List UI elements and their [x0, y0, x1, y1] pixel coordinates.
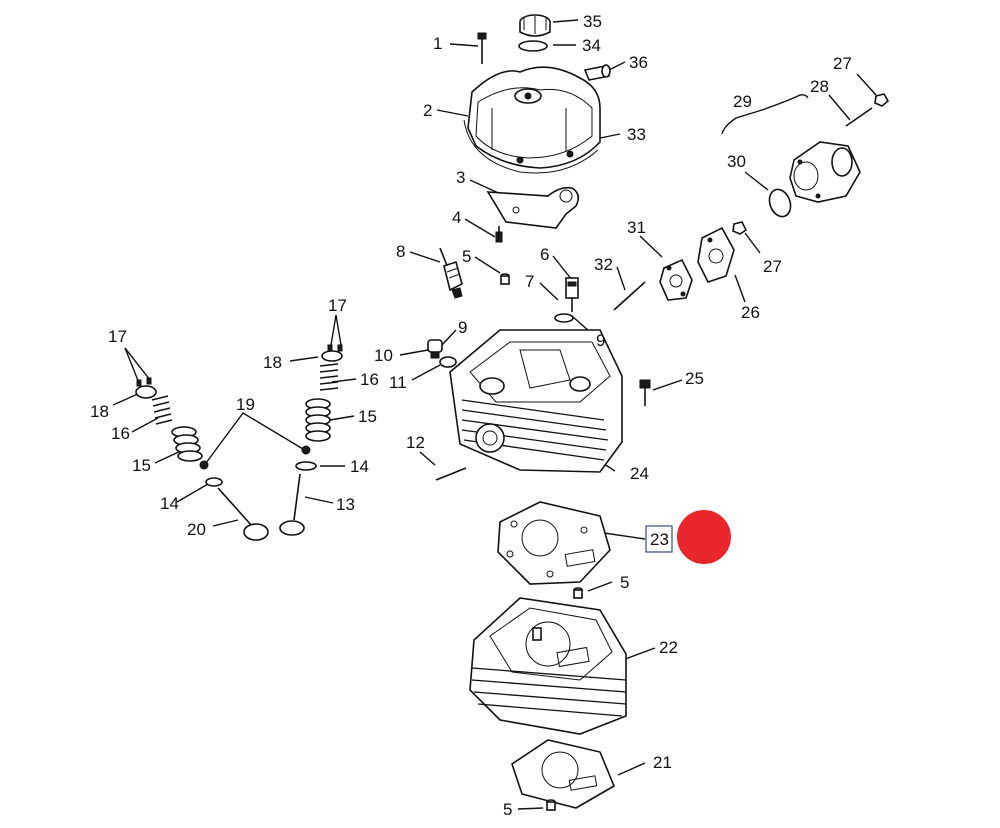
part-34-o-ring [518, 40, 548, 52]
label-15-right: 15 [358, 407, 377, 426]
label-5-upper: 5 [462, 247, 471, 266]
label-14-left: 14 [160, 494, 179, 513]
part-1-bolt [477, 32, 487, 64]
label-12: 12 [406, 433, 425, 452]
part-17-keepers-right [327, 344, 343, 352]
label-33: 33 [627, 125, 646, 144]
label-9-left: 9 [458, 318, 467, 337]
part-21-base-gasket [511, 739, 616, 809]
label-26: 26 [741, 303, 760, 322]
label-19: 19 [236, 395, 255, 414]
part-4-bolt [495, 226, 503, 243]
part-13-valve-right [279, 473, 305, 536]
highlight-box-23 [645, 525, 673, 553]
part-27-nut-upper [874, 93, 890, 107]
leader-lines [112, 19, 877, 810]
label-36: 36 [629, 53, 648, 72]
part-labels: 1 2 3 4 5 6 7 8 9 9 10 11 12 13 14 14 15… [90, 12, 852, 819]
label-13: 13 [336, 495, 355, 514]
part-15-outer-spring-left [171, 426, 203, 462]
label-23: 23 [650, 530, 669, 549]
label-11: 11 [389, 373, 407, 392]
label-18-left: 18 [90, 402, 109, 421]
label-3: 3 [456, 168, 465, 187]
part-5-dowel-middle [573, 587, 583, 599]
label-5-middle: 5 [620, 573, 629, 592]
red-marker-dot[interactable] [677, 510, 731, 564]
part-29-intake-manifold [789, 141, 861, 203]
label-29: 29 [733, 92, 752, 111]
label-27-upper: 27 [833, 54, 852, 73]
label-16-right: 16 [360, 370, 379, 389]
label-21: 21 [653, 753, 672, 772]
part-27-nut-lower [732, 221, 748, 235]
part-10-plug [427, 339, 443, 359]
label-18-right: 18 [263, 353, 282, 372]
label-22: 22 [659, 638, 678, 657]
part-30-o-ring [768, 188, 792, 218]
label-9-right: 9 [596, 331, 605, 350]
part-33-cover-gasket [463, 119, 599, 174]
part-35-oil-cap [519, 14, 551, 37]
label-7: 7 [525, 272, 534, 291]
label-17-right: 17 [328, 296, 347, 315]
part-5-dowel-upper [500, 273, 510, 285]
part-16-inner-spring-right [319, 363, 339, 391]
label-8: 8 [396, 242, 405, 261]
part-31-intake-gasket [659, 258, 693, 301]
label-25: 25 [685, 369, 704, 388]
label-34: 34 [582, 36, 601, 55]
part-15-outer-spring-right [305, 398, 331, 442]
part-25-bolt [639, 379, 651, 406]
part-5-dowel-lower [546, 799, 556, 811]
part-19-seal-left [199, 460, 209, 470]
label-15-left: 15 [132, 456, 151, 475]
part-28-stud [845, 107, 873, 127]
part-3-plate [486, 186, 580, 229]
label-6: 6 [540, 245, 549, 264]
label-10: 10 [374, 346, 393, 365]
part-19-seal-right [301, 445, 311, 455]
label-5-lower: 5 [503, 800, 512, 819]
label-27-lower: 27 [763, 257, 782, 276]
part-18-retainer-right [321, 350, 343, 362]
part-24-cylinder-head [449, 329, 623, 473]
label-4: 4 [452, 208, 461, 227]
part-6-fitting [565, 277, 579, 312]
label-2: 2 [423, 101, 432, 120]
part-18-retainer-left [135, 385, 157, 399]
label-14-right: 14 [350, 457, 369, 476]
part-2-head-cover [467, 66, 601, 169]
part-14-seat-left [205, 477, 223, 487]
part-16-inner-spring-left [151, 395, 173, 425]
part-32-stud [613, 281, 646, 311]
label-20: 20 [187, 520, 206, 539]
part-12-stud [435, 467, 467, 481]
label-16-left: 16 [111, 424, 130, 443]
part-23-head-gasket [497, 501, 611, 585]
part-20-valve-left [217, 487, 269, 541]
label-24: 24 [630, 464, 649, 483]
label-1: 1 [433, 34, 442, 53]
label-32: 32 [594, 255, 613, 274]
part-8-spark-plug [439, 247, 463, 299]
part-36-nipple [583, 64, 611, 81]
label-28: 28 [810, 77, 829, 96]
part-26-insulator [697, 226, 735, 283]
label-31: 31 [627, 218, 646, 237]
part-11-o-ring [439, 356, 457, 368]
part-17-keepers-left [136, 377, 152, 387]
part-7-washer [554, 313, 574, 323]
label-17-left: 17 [108, 327, 127, 346]
label-35: 35 [583, 12, 602, 31]
part-22-cylinder-block [469, 597, 627, 735]
label-30: 30 [727, 152, 746, 171]
part-14-seat-right [295, 461, 317, 471]
